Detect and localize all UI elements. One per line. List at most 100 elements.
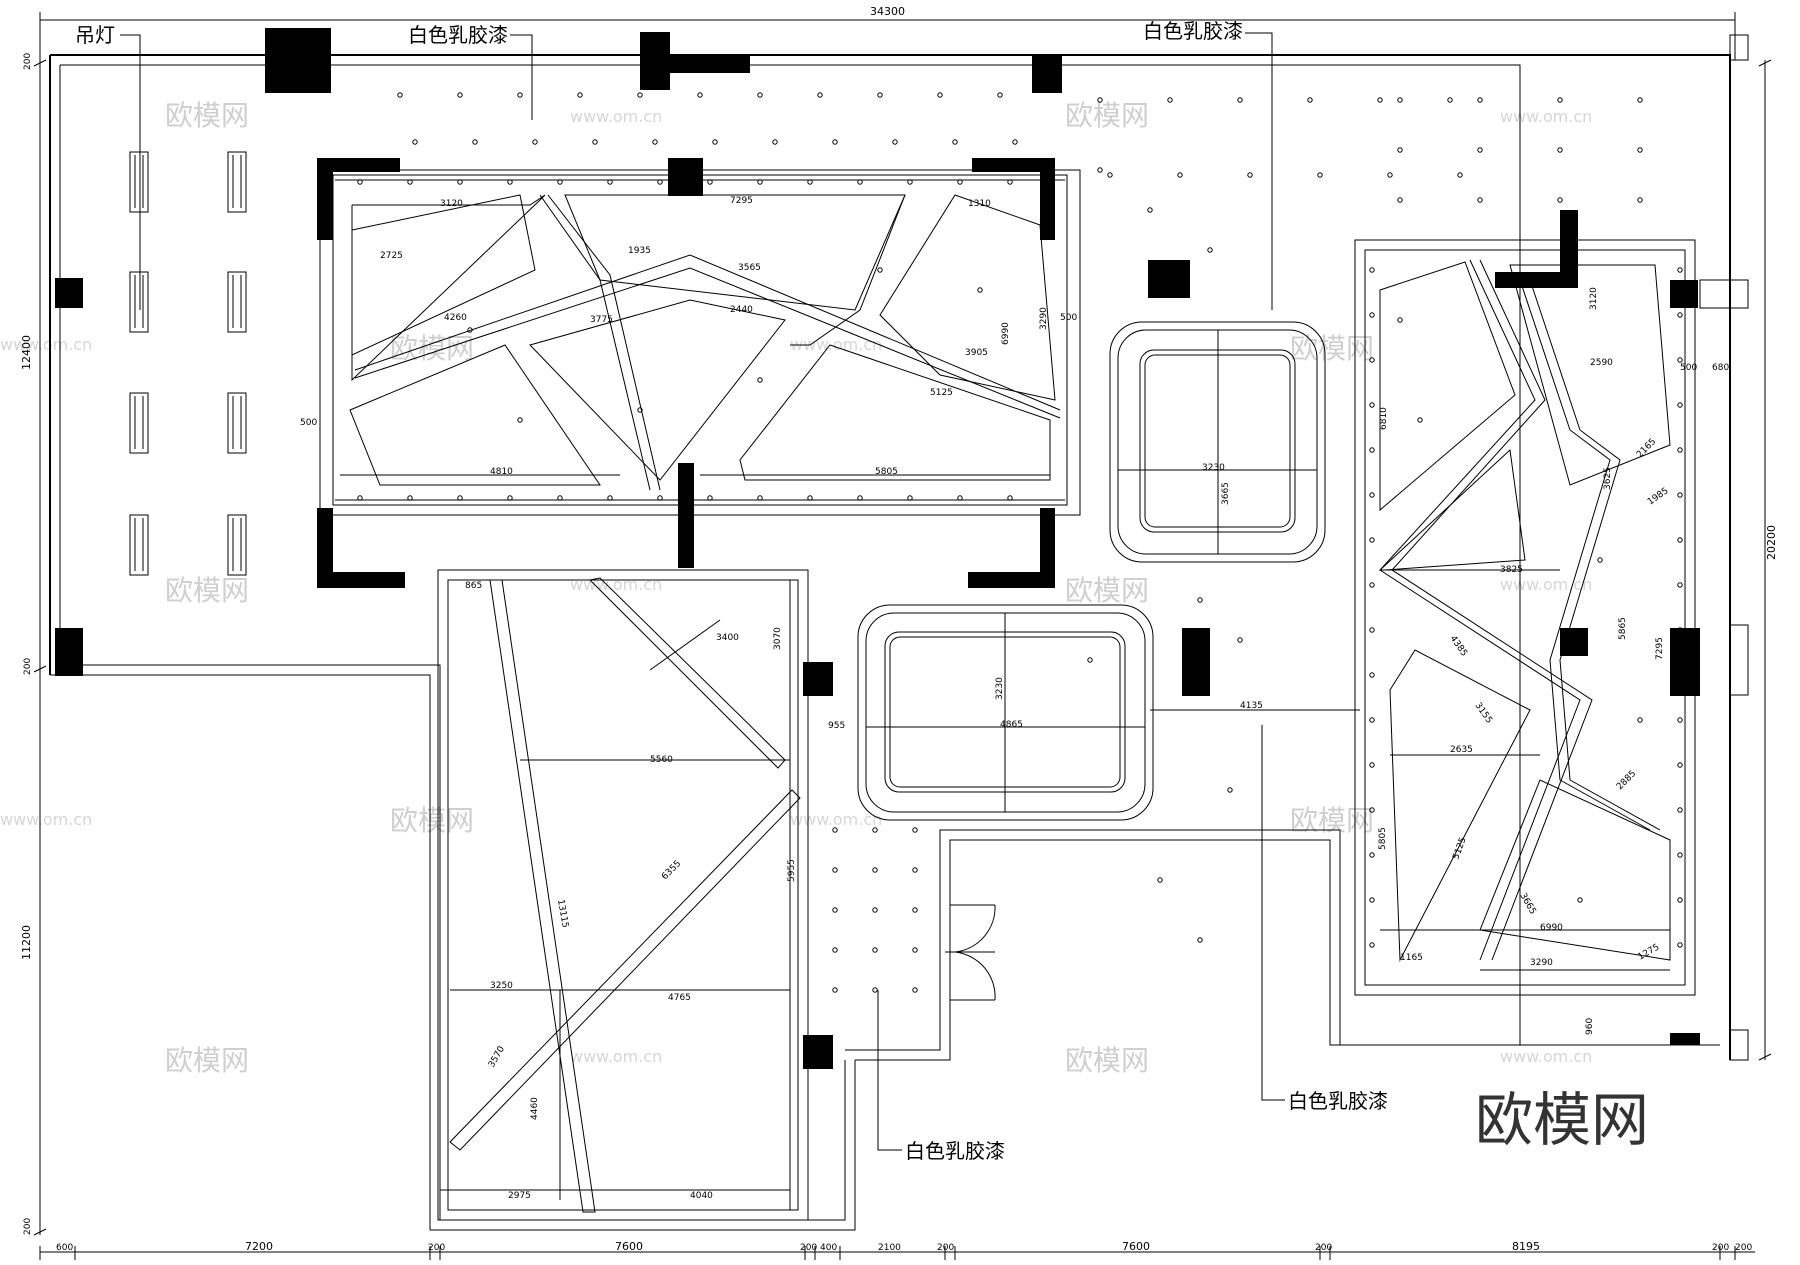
downlight-fixture: [807, 179, 813, 185]
svg-text:500: 500: [1680, 363, 1697, 373]
svg-text:200: 200: [1735, 1243, 1752, 1253]
downlight-fixture: [857, 495, 863, 501]
downlight-fixture: [1677, 672, 1683, 678]
downlight-fixture: [1317, 172, 1323, 178]
top-dimension: 34300: [39, 5, 1736, 60]
downlight-fixture: [397, 92, 403, 98]
right-zigzag-ceiling: [1354, 239, 1696, 996]
downlight-fixture: [1007, 495, 1013, 501]
svg-text:4865: 4865: [1000, 720, 1023, 730]
downlight-fixture: [1097, 97, 1103, 103]
svg-text:www.om.cn: www.om.cn: [570, 575, 662, 594]
svg-text:200: 200: [1712, 1243, 1729, 1253]
square-ceiling-lower-dims: 4865 3230 955 4135: [828, 677, 1360, 731]
svg-text:7295: 7295: [1655, 637, 1665, 660]
svg-text:www.om.cn: www.om.cn: [570, 107, 662, 126]
svg-text:3230: 3230: [995, 677, 1005, 700]
svg-text:5125: 5125: [1451, 836, 1468, 861]
downlight-fixture: [832, 987, 838, 993]
svg-text:3665: 3665: [1221, 482, 1231, 505]
downlight-fixture: [1677, 852, 1683, 858]
downlight-fixture: [817, 92, 823, 98]
svg-text:3570: 3570: [487, 1044, 507, 1069]
svg-text:3825: 3825: [1500, 565, 1523, 575]
label-pendant-lamp: 吊灯: [75, 23, 115, 47]
svg-text:2975: 2975: [508, 1191, 531, 1201]
downlight-fixture: [1397, 317, 1403, 323]
svg-text:www.om.cn: www.om.cn: [1500, 107, 1592, 126]
downlight-fixture: [357, 495, 363, 501]
downlight-fixture: [1677, 942, 1683, 948]
downlight-fixture: [1147, 207, 1153, 213]
svg-text:www.om.cn: www.om.cn: [1500, 1047, 1592, 1066]
downlight-fixture: [832, 867, 838, 873]
svg-text:欧模网: 欧模网: [390, 332, 474, 365]
svg-text:欧模网: 欧模网: [1065, 574, 1149, 607]
downlight-fixture: [957, 495, 963, 501]
downlight-fixture: [877, 92, 883, 98]
downlight-fixture: [872, 827, 878, 833]
downlight-fixture: [1447, 97, 1453, 103]
downlight-fixture: [1557, 97, 1563, 103]
svg-text:2885: 2885: [1615, 769, 1638, 792]
downlight-fixture: [457, 495, 463, 501]
downlight-fixture: [1369, 852, 1375, 858]
downlight-fixture: [912, 867, 918, 873]
downlight-fixture: [557, 495, 563, 501]
downlight-fixture: [1677, 537, 1683, 543]
downlight-fixture: [712, 139, 718, 145]
svg-text:500: 500: [300, 418, 317, 428]
downlight-fixture: [657, 495, 663, 501]
downlight-fixture: [467, 327, 473, 333]
downlight-fixture: [532, 139, 538, 145]
svg-text:4765: 4765: [668, 993, 691, 1003]
downlight-fixture: [872, 907, 878, 913]
diagonal-beam-ceiling: [437, 569, 809, 1221]
svg-text:4810: 4810: [490, 467, 513, 477]
downlight-fixture: [1369, 672, 1375, 678]
downlight-fixture: [912, 827, 918, 833]
svg-text:3625: 3625: [1603, 467, 1613, 490]
downlight-fixture: [872, 947, 878, 953]
downlight-fixture: [1637, 717, 1643, 723]
svg-text:3120: 3120: [1589, 287, 1599, 310]
downlight-fixture: [1597, 557, 1603, 563]
right-dimension: 20200: [1758, 59, 1778, 1061]
downlight-fixture: [1677, 897, 1683, 903]
svg-text:34300: 34300: [870, 5, 905, 18]
svg-text:3070: 3070: [773, 627, 783, 650]
downlight-fixture: [1369, 807, 1375, 813]
downlight-fixture: [1197, 597, 1203, 603]
svg-text:600: 600: [56, 1243, 73, 1253]
downlight-fixture: [1457, 172, 1463, 178]
downlight-fixture: [937, 92, 943, 98]
svg-text:3120: 3120: [440, 199, 463, 209]
label-latex-top-right: 白色乳胶漆: [1143, 19, 1243, 43]
downlight-fixture: [997, 92, 1003, 98]
downlight-fixture: [832, 827, 838, 833]
downlight-fixture: [652, 139, 658, 145]
downlight-fixture: [592, 139, 598, 145]
downlight-fixture: [892, 139, 898, 145]
downlight-fixture: [357, 179, 363, 185]
svg-text:11200: 11200: [20, 925, 33, 960]
downlight-fixture: [1677, 762, 1683, 768]
svg-text:欧模网: 欧模网: [1065, 1044, 1149, 1077]
downlight-fixture: [1369, 447, 1375, 453]
downlight-fixture: [832, 947, 838, 953]
svg-text:5805: 5805: [1378, 827, 1388, 850]
svg-text:欧模网: 欧模网: [1290, 804, 1374, 837]
downlight-fixture: [1369, 582, 1375, 588]
downlight-fixture: [807, 495, 813, 501]
downlight-fixture: [1417, 417, 1423, 423]
downlight-fixture: [1677, 627, 1683, 633]
downlight-fixture: [1397, 197, 1403, 203]
svg-text:7600: 7600: [615, 1240, 643, 1253]
downlight-fixture: [472, 139, 478, 145]
central-ceiling-dims: 3120 7295 1310 2725 1935 3565 4260 3775 …: [300, 196, 1077, 477]
annotation-labels: 吊灯 白色乳胶漆 白色乳胶漆 白色乳胶漆 白色乳胶漆: [75, 19, 1388, 1163]
downlight-fixture: [1247, 172, 1253, 178]
downlight-fixture: [407, 495, 413, 501]
svg-text:www.om.cn: www.om.cn: [790, 335, 882, 354]
diagonal-beam-ceiling-dims: 865 5560 3400 3070 13115 6355 3250 4765 …: [465, 581, 797, 1201]
